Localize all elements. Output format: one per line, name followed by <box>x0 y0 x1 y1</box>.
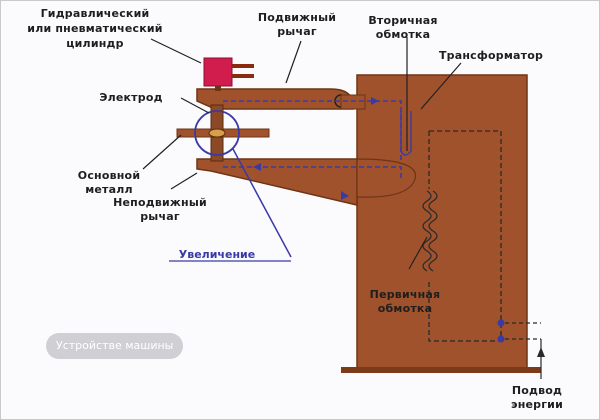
secondary-circuit-lower <box>223 166 402 181</box>
svg-text:рычаг: рычаг <box>277 25 317 38</box>
svg-text:Подвижный: Подвижный <box>258 11 336 24</box>
magnifier-circle <box>194 110 240 156</box>
svg-text:обмотка: обмотка <box>378 302 432 315</box>
upper-electrode <box>210 104 224 132</box>
weld-nugget <box>208 128 226 138</box>
label-fixed-lever: Неподвижный рычаг <box>113 196 207 223</box>
fixed-lever <box>196 158 358 206</box>
svg-text:Основной: Основной <box>78 169 140 182</box>
cylinder-rod-top <box>232 64 254 68</box>
transformer-base <box>341 367 541 373</box>
leader-lines <box>142 37 462 270</box>
svg-text:цилиндр: цилиндр <box>66 37 123 50</box>
label-transformer: Трансформатор <box>439 49 543 62</box>
caption-badge: Устройстве машины <box>46 333 184 359</box>
current-arrow-2 <box>253 163 261 171</box>
cylinder-rod-bottom <box>232 74 254 78</box>
svg-text:обмотка: обмотка <box>376 28 430 41</box>
label-magnification: Увеличение <box>179 248 255 261</box>
power-terminal-2 <box>497 335 505 343</box>
label-power-supply: Подвод энергии <box>511 384 563 411</box>
svg-text:Неподвижный: Неподвижный <box>113 196 207 209</box>
svg-text:энергии: энергии <box>511 398 563 411</box>
svg-text:металл: металл <box>85 183 133 196</box>
svg-text:Гидравлический: Гидравлический <box>41 7 150 20</box>
current-arrow-3 <box>341 191 349 200</box>
cylinder-block <box>203 57 233 87</box>
label-movable-lever: Подвижный рычаг <box>258 11 336 38</box>
label-secondary-winding: Вторичная обмотка <box>368 14 437 41</box>
primary-winding-coil <box>422 190 438 272</box>
label-electrode: Электрод <box>99 91 162 104</box>
label-base-metal: Основной металл <box>78 169 140 196</box>
svg-text:Первичная: Первичная <box>370 288 441 301</box>
current-arrow-1 <box>371 97 379 105</box>
power-arrow <box>537 347 545 357</box>
lower-electrode <box>210 136 224 162</box>
power-terminal-1 <box>497 319 505 327</box>
upper-arm-joint <box>340 94 366 110</box>
label-cylinder: Гидравлический или пневматический цилинд… <box>27 7 162 50</box>
secondary-loop <box>400 111 412 156</box>
label-primary-winding: Первичная обмотка <box>370 288 441 315</box>
svg-text:Вторичная: Вторичная <box>368 14 437 27</box>
svg-text:Подвод: Подвод <box>512 384 562 397</box>
cylinder-stem <box>215 86 221 91</box>
svg-text:рычаг: рычаг <box>140 210 180 223</box>
svg-text:или пневматический: или пневматический <box>27 22 162 35</box>
